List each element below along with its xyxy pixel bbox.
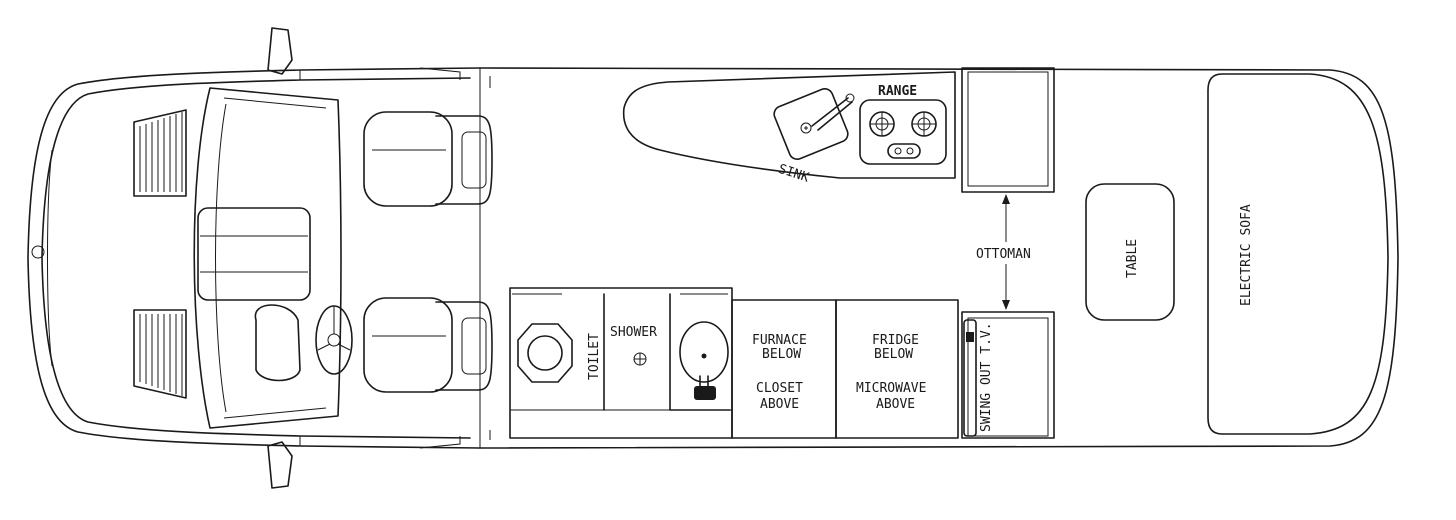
burner-left [869, 111, 895, 137]
closet-label-1: CLOSET [756, 381, 803, 396]
shower-label: SHOWER [610, 325, 657, 340]
mirror-top [267, 27, 293, 75]
fridge-microwave: FRIDGE BELOW MICROWAVE ABOVE [835, 299, 959, 439]
hood-vent-top [133, 109, 187, 197]
bathroom: TOILET SHOWER [509, 287, 733, 439]
electric-sofa: ELECTRIC SOFA [1207, 73, 1389, 435]
microwave-label-2: ABOVE [876, 397, 915, 412]
galley-counter [622, 71, 956, 179]
closet-label-2: ABOVE [760, 397, 799, 412]
lavatory-sink [669, 293, 731, 411]
swing-tv-label: SWING OUT T.V. [979, 322, 994, 432]
range: RANGE [859, 84, 947, 165]
ottoman-bottom [961, 311, 1055, 439]
van-cab [27, 27, 481, 489]
sink-label: SINK [776, 162, 811, 186]
fridge-label-1: FRIDGE [872, 333, 919, 348]
furnace-closet: FURNACE BELOW CLOSET ABOVE [731, 299, 837, 439]
toilet-label: TOILET [587, 333, 602, 380]
ottoman-dimension: OTTOMAN [976, 194, 1031, 310]
burner-right [911, 111, 937, 137]
driver-seat [363, 297, 493, 393]
range-controls [887, 143, 921, 159]
sink: SINK [773, 88, 855, 186]
table-label: TABLE [1125, 239, 1140, 278]
range-label: RANGE [878, 84, 917, 99]
hood-vent-bottom [133, 309, 187, 399]
microwave-label-1: MICROWAVE [856, 381, 926, 396]
swing-out-tv: SWING OUT T.V. [963, 319, 994, 437]
furnace-label-1: FURNACE [752, 333, 807, 348]
mirror-bottom [267, 441, 293, 489]
furnace-label-2: BELOW [762, 347, 801, 362]
sofa-label: ELECTRIC SOFA [1239, 204, 1254, 306]
coach-body [479, 67, 1399, 449]
passenger-seat [363, 111, 493, 207]
shower: SHOWER [610, 325, 657, 366]
fridge-label-2: BELOW [874, 347, 913, 362]
ottoman-label: OTTOMAN [976, 247, 1031, 262]
steering-wheel [315, 305, 353, 375]
table: TABLE [1085, 183, 1175, 321]
ottoman-top [961, 67, 1055, 193]
toilet: TOILET [517, 323, 602, 383]
